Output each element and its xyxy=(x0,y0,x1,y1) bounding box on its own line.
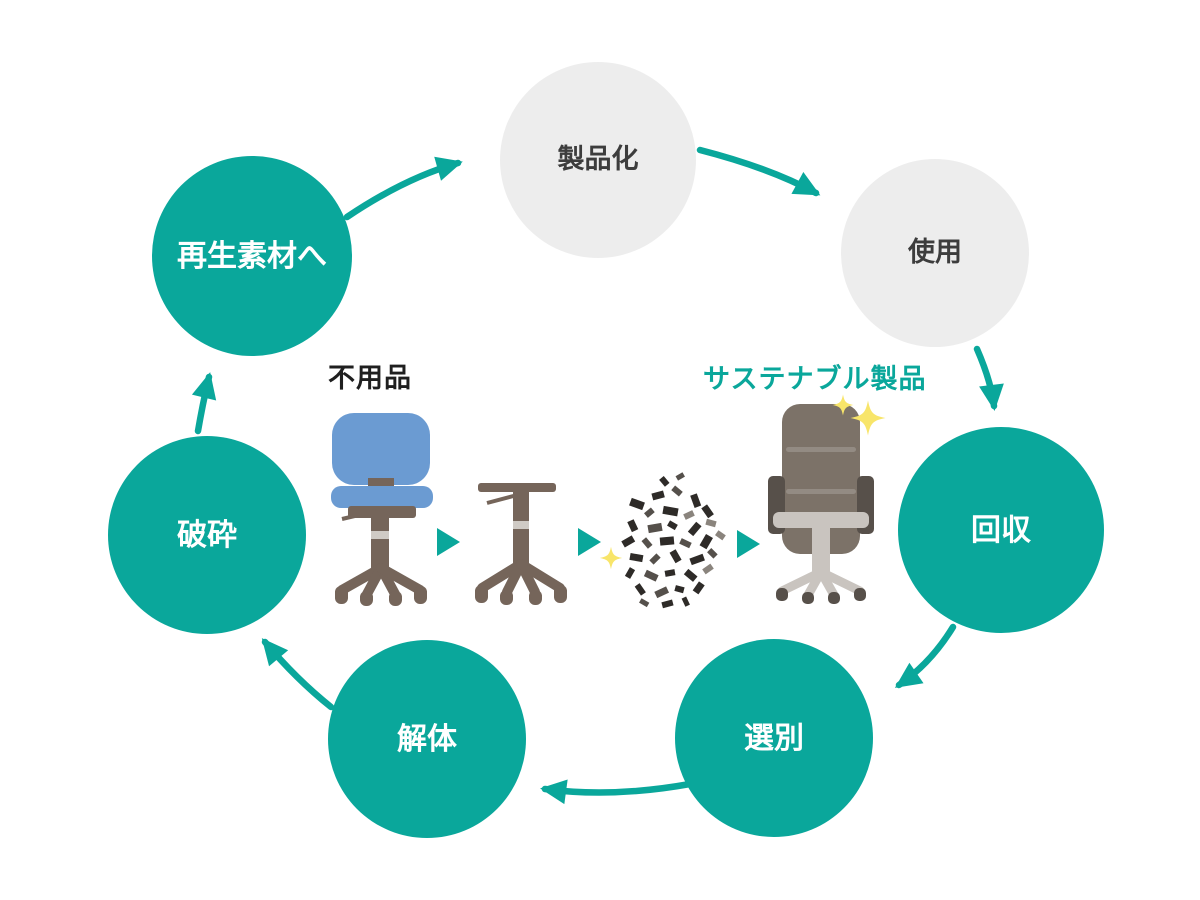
cycle-node-use: 使用 xyxy=(841,159,1029,347)
step-arrow-icon xyxy=(578,528,601,556)
arrow-recycled-to-product xyxy=(343,156,463,221)
cycle-node-sorting: 選別 xyxy=(675,639,873,837)
cycle-node-recycled-material: 再生素材へ xyxy=(152,156,352,356)
arrow-product-to-use xyxy=(696,146,821,197)
sustainable-chair-icon xyxy=(599,394,886,604)
cycle-node-crushing: 破砕 xyxy=(108,436,306,634)
step-arrow-icon xyxy=(437,528,460,556)
cycle-node-label: 再生素材へ xyxy=(177,239,327,273)
cycle-node-productization: 製品化 xyxy=(500,62,696,258)
sparkle-icon xyxy=(599,546,623,570)
arrow-crushing-to-recycled xyxy=(191,372,217,435)
arrow-disassembly-to-crushing xyxy=(261,638,335,711)
cycle-node-collection: 回収 xyxy=(898,427,1104,633)
sparkle-icon xyxy=(832,394,854,416)
arrow-use-to-collection xyxy=(973,345,1004,411)
shredded-material-icon xyxy=(621,472,726,609)
cycle-node-label: 製品化 xyxy=(557,144,639,175)
cycle-node-label: 使用 xyxy=(908,237,962,268)
waste-chair-icon xyxy=(331,413,433,606)
step-arrow-icon xyxy=(737,530,760,558)
sparkle-icon xyxy=(850,400,886,436)
waste-item-label: 不用品 xyxy=(328,363,412,393)
cycle-node-disassembly: 解体 xyxy=(328,640,526,838)
sustainable-product-label: サステナブル製品 xyxy=(703,364,927,394)
arrow-sorting-to-disassembly xyxy=(540,779,694,805)
arrow-collection-to-sorting xyxy=(894,623,957,689)
cycle-node-label: 選別 xyxy=(744,721,804,755)
cycle-node-label: 解体 xyxy=(397,722,457,756)
cycle-node-label: 破砕 xyxy=(177,518,237,552)
disassembled-chair-icon xyxy=(475,483,567,605)
cycle-node-label: 回収 xyxy=(971,513,1031,547)
